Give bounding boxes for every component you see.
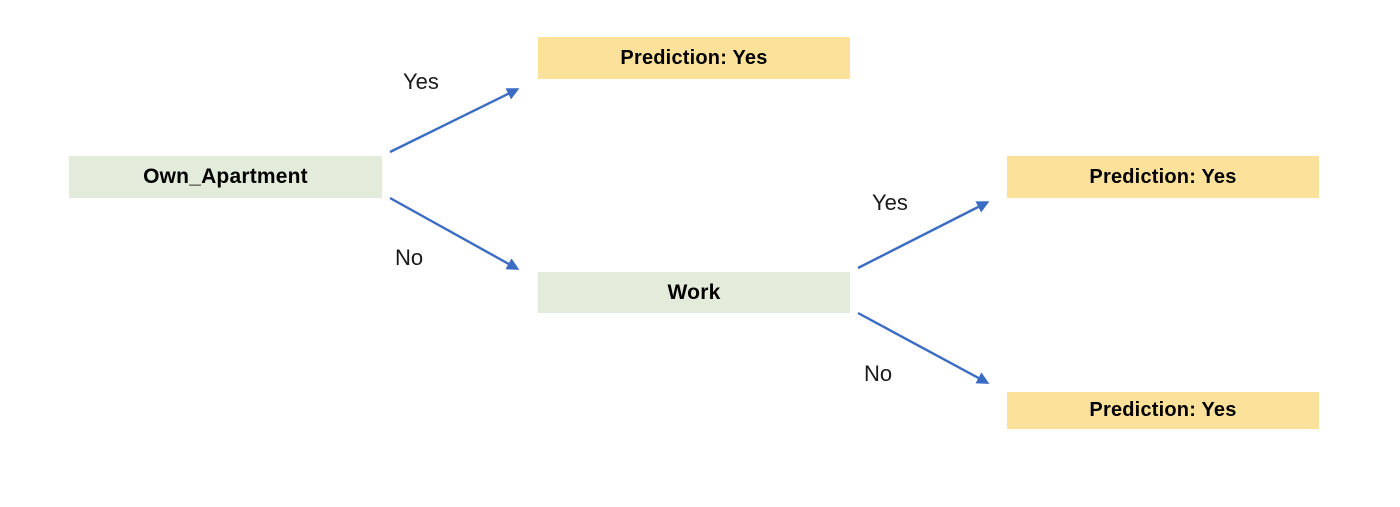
node-prediction-yes-middle-label: Prediction: Yes xyxy=(1089,165,1237,188)
edge-label-root-no: No xyxy=(395,245,424,270)
node-own-apartment-label: Own_Apartment xyxy=(143,165,308,188)
node-work-label: Work xyxy=(667,280,721,304)
node-prediction-yes-top-label: Prediction: Yes xyxy=(620,46,768,69)
node-prediction-yes-bottom-label: Prediction: Yes xyxy=(1089,399,1237,421)
node-prediction-yes-top[interactable]: Prediction: Yes xyxy=(538,37,850,79)
edge-root-yes xyxy=(389,88,520,154)
edge-label-work-yes: Yes xyxy=(872,190,908,215)
node-prediction-yes-middle[interactable]: Prediction: Yes xyxy=(1007,156,1319,198)
edge-label-work-no: No xyxy=(864,361,893,386)
node-own-apartment[interactable]: Own_Apartment xyxy=(69,156,382,198)
node-work[interactable]: Work xyxy=(538,272,850,313)
node-prediction-yes-bottom[interactable]: Prediction: Yes xyxy=(1007,392,1319,429)
edge-label-root-yes: Yes xyxy=(403,69,439,94)
